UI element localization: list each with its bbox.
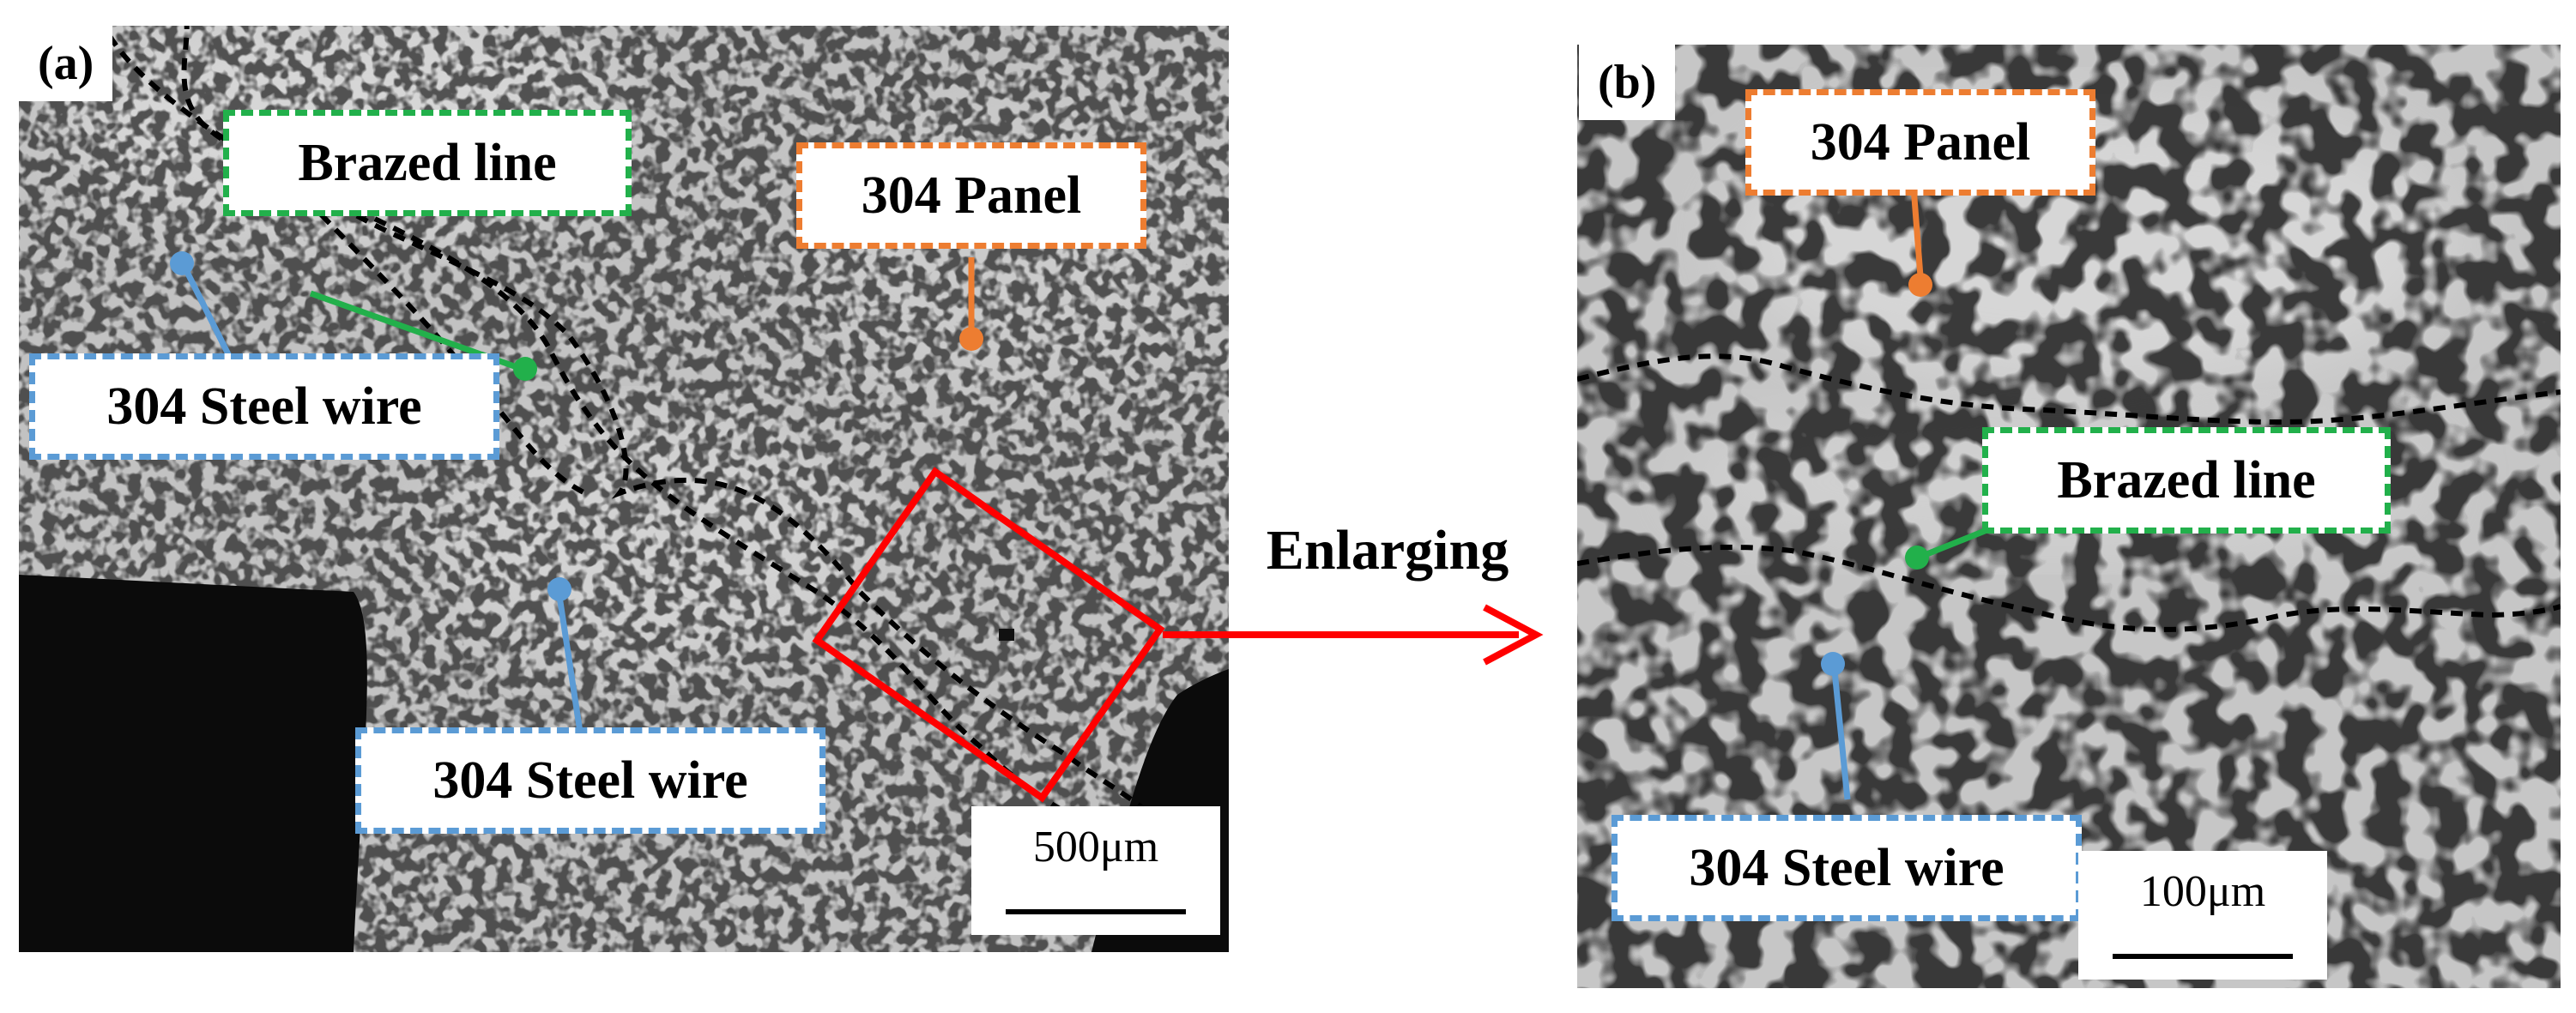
panel-b-label: (b) xyxy=(1579,45,1676,120)
callout-304-panel-a: 304 Panel xyxy=(796,142,1146,249)
callout-304-steel-wire-b: 304 Steel wire xyxy=(1612,815,2082,921)
scale-bar-a: 500μm xyxy=(971,806,1220,935)
scale-bar-b-line xyxy=(2113,954,2293,959)
panel-a-label: (a) xyxy=(19,26,113,101)
callout-304-steel-wire-a-upper: 304 Steel wire xyxy=(29,353,499,460)
callout-brazed-line-b: Brazed line xyxy=(1982,427,2391,534)
callout-304-steel-wire-a-lower: 304 Steel wire xyxy=(355,727,825,834)
scale-bar-b: 100μm xyxy=(2078,851,2327,980)
scale-bar-a-line xyxy=(1006,909,1186,914)
scale-bar-b-text: 100μm xyxy=(2139,867,2266,916)
scale-bar-a-text: 500μm xyxy=(1032,823,1159,871)
micrograph-panel-b: (b) 304 Panel Brazed line 304 Steel wire… xyxy=(1577,45,2561,988)
zoom-region-box xyxy=(812,467,1165,803)
enlarging-label: Enlarging xyxy=(1237,510,1538,592)
callout-304-panel-b: 304 Panel xyxy=(1745,89,2095,196)
micrograph-panel-a: (a) Brazed line 304 Panel 304 Steel wire… xyxy=(19,26,1229,952)
callout-brazed-line-a: Brazed line xyxy=(223,110,632,216)
